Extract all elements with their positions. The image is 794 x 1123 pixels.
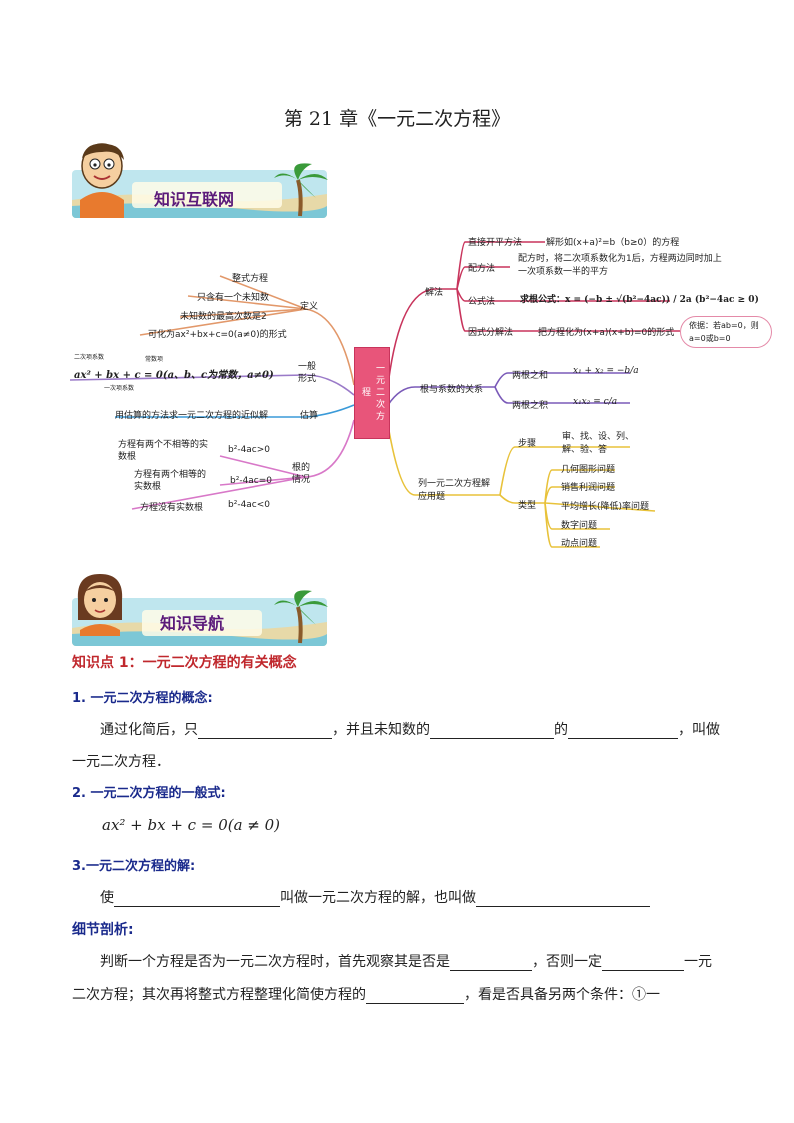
definition-label: 定义 xyxy=(300,302,319,312)
method-name: 直接开平方法 xyxy=(468,238,523,248)
method-desc: 配方时，将二次项系数化为1后，方程两边同时加上一次项系数一半的平方 xyxy=(518,254,722,277)
general-form-formula: ax² + bx + c = 0(a、b、c为常数，a≠0) xyxy=(74,370,274,381)
text-fragment: 的 xyxy=(554,722,568,738)
fill-blank[interactable] xyxy=(476,892,650,907)
section-heading: 3.一元二次方程的解: xyxy=(72,859,196,874)
method-name: 配方法 xyxy=(468,264,496,274)
method-desc: 把方程化为(x+a)(x+b)=0的形式 xyxy=(538,328,675,338)
banner-label: 知识互联网 xyxy=(154,190,235,209)
mindmap-center-label: 一元二次方程 xyxy=(360,363,384,423)
roots-condition: b²-4ac<0 xyxy=(228,500,271,510)
roots-item: 方程没有实数根 xyxy=(140,503,204,513)
section3-line: 使 叫做一元二次方程的解，也叫做 xyxy=(100,887,650,907)
type-item: 动点问题 xyxy=(561,539,598,549)
definition-item: 整式方程 xyxy=(232,274,269,284)
method-name: 公式法 xyxy=(468,297,496,307)
knowledge-point-title: 知识点 1：一元二次方程的有关概念 xyxy=(72,655,297,671)
vieta-sum-label: 两根之和 xyxy=(512,371,549,381)
detail-line2: 二次方程；其次再将整式方程整理化简使方程的 ，看是否具备另两个条件：①一 xyxy=(72,984,660,1004)
text-fragment: ，看是否具备另两个条件：①一 xyxy=(464,987,660,1003)
method-note: 依据：若ab=0，则a=0或b=0 xyxy=(680,316,772,348)
banner-knowledge-navigation: 知识导航 xyxy=(72,598,327,646)
text-fragment: ，并且未知数的 xyxy=(332,722,430,738)
roots-condition: b²-4ac=0 xyxy=(230,476,273,486)
fill-blank[interactable] xyxy=(450,956,532,971)
boy-cartoon-icon xyxy=(80,143,124,218)
general-form-label: 一般形式 xyxy=(298,362,317,384)
section1-line2: 一元二次方程． xyxy=(72,754,170,770)
definition-item: 可化为ax²+bx+c=0(a≠0)的形式 xyxy=(148,330,287,340)
definition-item: 未知数的最高次数是2 xyxy=(180,312,267,322)
steps-text: 审、找、设、列、解、验、答 xyxy=(562,432,635,455)
steps-label: 步骤 xyxy=(518,439,537,449)
text-fragment: 一元 xyxy=(684,954,712,970)
method-name: 因式分解法 xyxy=(468,328,514,338)
fill-blank[interactable] xyxy=(568,724,678,739)
text-fragment: 叫做一元二次方程的解，也叫做 xyxy=(280,890,476,906)
roots-item: 方程有两个不相等的实数根 xyxy=(118,440,209,462)
roots-label: 根的情况 xyxy=(292,463,311,485)
method-desc: 求根公式：x = (−b ± √(b²−4ac)) / 2a (b²−4ac ≥… xyxy=(520,295,759,305)
fill-blank[interactable] xyxy=(430,724,554,739)
vieta-sum-formula: x₁ + x₂ = −b/a xyxy=(573,366,639,376)
general-form-annotation: 一次项系数 xyxy=(104,385,135,392)
type-item: 平均增长(降低)率问题 xyxy=(561,502,650,512)
text-fragment: 使 xyxy=(100,890,114,906)
vieta-product-label: 两根之积 xyxy=(512,401,549,411)
type-item: 几何图形问题 xyxy=(561,465,616,475)
fill-blank[interactable] xyxy=(366,989,464,1004)
text-fragment: ，叫做 xyxy=(678,722,720,738)
general-form-annotation: 二次项系数 xyxy=(74,354,105,361)
banner-background xyxy=(72,170,327,218)
section1-line1: 通过化简后，只 ，并且未知数的 的 ，叫做 xyxy=(100,719,720,739)
mindmap-center: 一元二次方程 xyxy=(354,347,390,439)
fill-blank[interactable] xyxy=(198,724,332,739)
section-heading: 2. 一元二次方程的一般式: xyxy=(72,786,226,801)
banner-label: 知识导航 xyxy=(160,614,225,633)
methods-label: 解法 xyxy=(425,288,444,298)
type-item: 数字问题 xyxy=(561,521,598,531)
type-item: 销售利润问题 xyxy=(561,483,616,493)
mindmap-connectors xyxy=(70,241,680,548)
definition-item: 只含有一个未知数 xyxy=(197,293,270,303)
estimate-label: 估算 xyxy=(300,411,319,421)
general-form-formula: ax² + bx + c = 0(a ≠ 0) xyxy=(102,816,281,834)
girl-cartoon-icon xyxy=(77,574,123,636)
palm-tree-icon xyxy=(274,590,328,644)
text-fragment: 二次方程；其次再将整式方程整理化简使方程的 xyxy=(72,987,366,1003)
banner-background xyxy=(72,598,327,646)
palm-tree-icon xyxy=(274,163,328,217)
text-fragment: 判断一个方程是否为一元二次方程时，首先观察其是否是 xyxy=(100,954,450,970)
fill-blank[interactable] xyxy=(114,892,280,907)
text-fragment: 通过化简后，只 xyxy=(100,722,198,738)
section-heading: 1. 一元二次方程的概念: xyxy=(72,691,213,706)
vieta-label: 根与系数的关系 xyxy=(420,385,484,395)
page-title: 第 21 章《一元二次方程》 xyxy=(283,108,511,130)
vieta-product-formula: x₁x₂ = c/a xyxy=(573,397,618,407)
roots-item: 方程有两个相等的实数根 xyxy=(134,470,207,492)
banner-knowledge-network: 知识互联网 xyxy=(72,170,327,218)
applications-label: 列一元二次方程解应用题 xyxy=(418,479,491,502)
detail-line1: 判断一个方程是否为一元二次方程时，首先观察其是否是 ，否则一定 一元 xyxy=(100,951,712,971)
text-fragment: ，否则一定 xyxy=(532,954,602,970)
roots-condition: b²-4ac>0 xyxy=(228,445,271,455)
types-label: 类型 xyxy=(518,501,537,511)
method-desc: 解形如(x+a)²=b（b≥0）的方程 xyxy=(546,238,680,248)
general-form-annotation: 常数项 xyxy=(145,356,164,363)
fill-blank[interactable] xyxy=(602,956,684,971)
estimate-text: 用估算的方法求一元二次方程的近似解 xyxy=(115,411,269,421)
detail-heading: 细节剖析: xyxy=(72,922,134,938)
